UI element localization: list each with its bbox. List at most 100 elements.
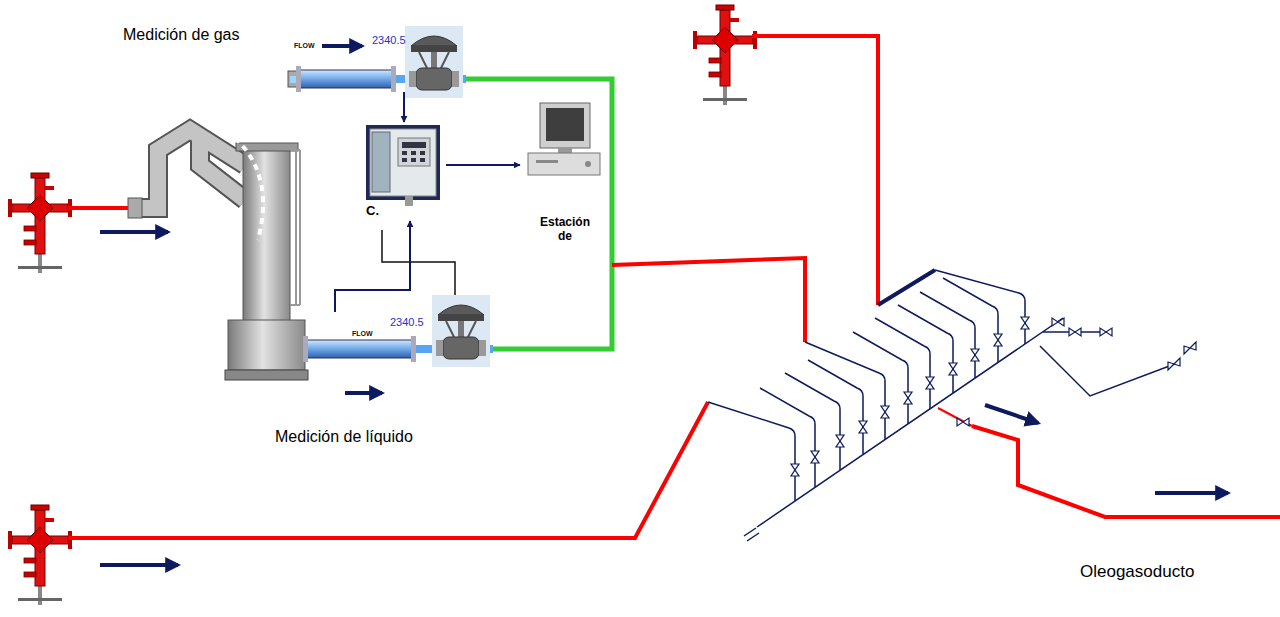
valve-symbol-part (791, 464, 799, 476)
flow-computer-part (398, 138, 430, 166)
flow-line-part (752, 36, 878, 305)
valve-symbol-part (1184, 342, 1196, 354)
flow-meter: FLOW 2340.5 (290, 34, 408, 92)
valve-symbol-part (859, 421, 867, 433)
valve-symbol-part (836, 435, 844, 447)
liquid-flow-meter-part (411, 336, 416, 362)
flow-computer-part-part (411, 151, 416, 155)
manifold-part (853, 332, 908, 424)
valve-symbol-part (949, 363, 957, 375)
manifold-part (920, 292, 975, 378)
flow-computer-part-part (411, 158, 416, 162)
flow-computer-part-part (402, 158, 407, 162)
node-text: FLOW (352, 330, 373, 338)
valve-symbol-part (1052, 318, 1064, 326)
manifold-part (935, 270, 1025, 344)
flow-arrow (100, 46, 1228, 565)
flow-arrow-part (345, 391, 382, 395)
process-illustration-part (432, 295, 490, 367)
node-text: 2340.5 (372, 34, 406, 47)
node-text: C. (366, 204, 379, 219)
manifold-part (785, 373, 840, 470)
flow-computer-part (402, 142, 426, 148)
process-illustration-part (8, 505, 72, 605)
process-illustration-part (8, 173, 72, 273)
signal-wire (382, 230, 455, 295)
computer-icon-part (540, 103, 590, 148)
computer-icon-part (536, 160, 558, 163)
flow-computer-part (370, 129, 436, 196)
separator-vessel-part (243, 150, 290, 325)
valve-symbol-part (904, 392, 912, 404)
valve-symbol-part (811, 451, 819, 463)
caption-label: Medición de gas (123, 25, 240, 44)
valve-symbol-part (1069, 328, 1081, 336)
separator-vessel-part (228, 320, 305, 370)
flow-computer-part-part (402, 151, 407, 155)
flow-computer-part (402, 151, 425, 162)
valve-symbol-part (1168, 358, 1180, 370)
valve-symbol (791, 317, 1196, 476)
manifold-part (757, 318, 1063, 527)
manifold-part (943, 278, 998, 362)
computer-icon (528, 103, 600, 175)
gas-flow-meter-part (296, 66, 301, 92)
flow-arrow-part (100, 563, 178, 567)
valve-symbol-part (957, 418, 969, 426)
flow-meter: FLOW 2340.5 (290, 312, 426, 362)
valve-symbol-part (971, 349, 979, 361)
manifold-part (760, 388, 815, 487)
manifold-part (708, 402, 795, 501)
flow-computer-part (366, 125, 440, 200)
gas-flow-meter-part (391, 66, 396, 92)
flow-computer-part-part (420, 158, 425, 162)
gas-flow-meter-part (300, 70, 392, 88)
pipe-flange (128, 198, 142, 218)
process-illustration-part (405, 26, 463, 98)
controller-box: C. (362, 122, 446, 221)
separator-vessel-part (235, 138, 263, 240)
computer-icon-part (558, 148, 572, 153)
inlet-pipe (132, 130, 245, 208)
flow-arrow-part (322, 44, 362, 48)
node-text: FLOW (294, 42, 315, 50)
valve-symbol-part (1021, 317, 1029, 329)
flow-line-part (612, 258, 805, 342)
computer-icon-part (546, 108, 584, 141)
computer-icon-part (585, 161, 591, 167)
node-text: Estación de (534, 216, 596, 244)
flow-line-part (68, 206, 132, 210)
manifold-part (898, 305, 953, 393)
separator-vessel-part (290, 150, 300, 305)
flow-computer-part (372, 132, 390, 192)
inlet-pipe-part (132, 130, 245, 208)
computer-icon-part (528, 153, 600, 175)
separator-vessel-part (296, 150, 300, 305)
manifold-part (878, 270, 935, 305)
flow-computer-part-part (420, 151, 425, 155)
node-text: 2340.5 (390, 316, 424, 329)
liquid-flow-meter-part (307, 340, 412, 358)
manifold-part (875, 318, 930, 409)
flow-computer (366, 125, 440, 206)
valve-symbol-part (881, 406, 889, 418)
valve-symbol-part (926, 377, 934, 389)
signal-arrow (446, 164, 520, 166)
manifold-part (1040, 346, 1180, 396)
flow-line-part (68, 402, 708, 538)
valve-symbol-part (994, 334, 1002, 346)
manifold-part (808, 360, 863, 455)
valve-symbol-part (1100, 328, 1112, 336)
manifold-part (805, 342, 885, 440)
manifold-part (744, 528, 759, 541)
liquid-flow-meter-part (303, 336, 308, 362)
flow-arrow-part (985, 405, 1038, 423)
workstation: Estación de (520, 100, 610, 252)
flow-line (68, 36, 1280, 538)
caption-label: Oleogasoducto (1080, 562, 1194, 582)
flow-arrow-part (100, 230, 168, 234)
flow-line (938, 408, 972, 426)
